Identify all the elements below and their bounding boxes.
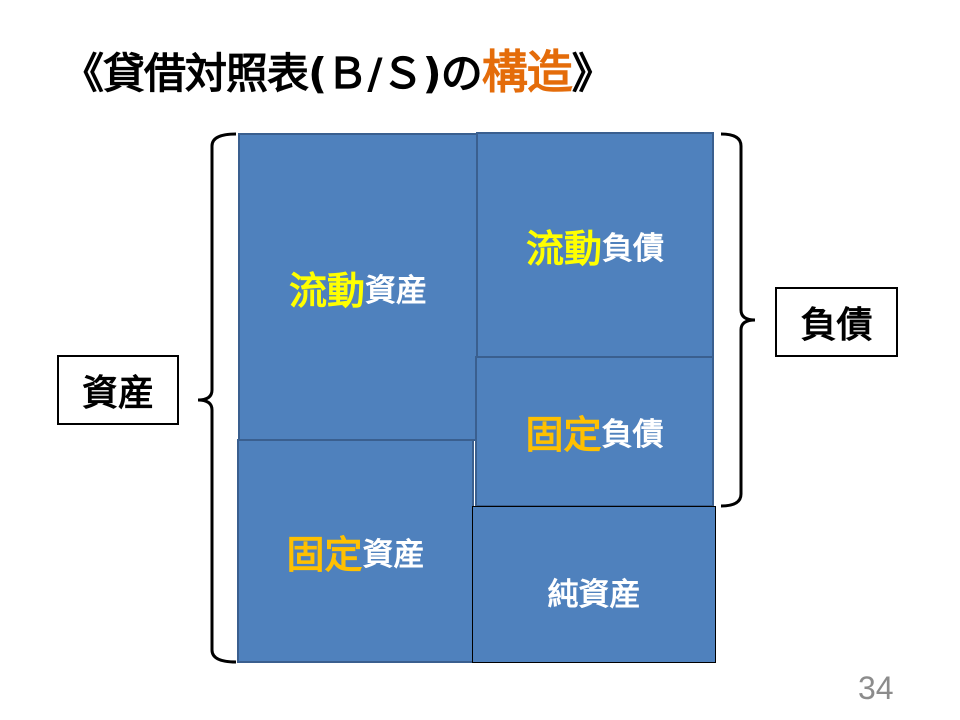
- fixed-liabilities-box: 固定負債: [475, 356, 714, 507]
- assets-label: 資産: [57, 355, 179, 425]
- title-accent: 構造: [481, 45, 573, 99]
- title-suffix: 》: [571, 49, 614, 98]
- fixed-assets-highlight: 固定: [286, 532, 363, 577]
- page-number: 34: [858, 670, 894, 706]
- current-liabilities-box: 流動負債: [476, 132, 714, 358]
- liabilities-label: 負債: [775, 287, 898, 357]
- net-assets-box: 純資産: [472, 506, 716, 663]
- right-brace: [720, 132, 756, 508]
- current-assets-highlight: 流動: [288, 268, 365, 313]
- left-brace: [197, 132, 237, 664]
- current-assets-text: 資産: [365, 272, 427, 309]
- fixed-assets-text: 資産: [362, 536, 425, 573]
- current-liabilities-text: 負債: [602, 230, 664, 267]
- current-liabilities-highlight: 流動: [525, 226, 602, 271]
- fixed-liabilities-text: 負債: [601, 417, 664, 453]
- slide-title: 《貸借対照表(Ｂ/Ｓ)の構造》: [62, 36, 614, 102]
- current-assets-box: 流動資産: [238, 133, 478, 441]
- title-text: 《貸借対照表(Ｂ/Ｓ)の: [62, 49, 483, 98]
- fixed-assets-box: 固定資産: [237, 439, 474, 663]
- net-assets-text: 純資産: [547, 577, 641, 613]
- fixed-liabilities-highlight: 固定: [525, 413, 602, 457]
